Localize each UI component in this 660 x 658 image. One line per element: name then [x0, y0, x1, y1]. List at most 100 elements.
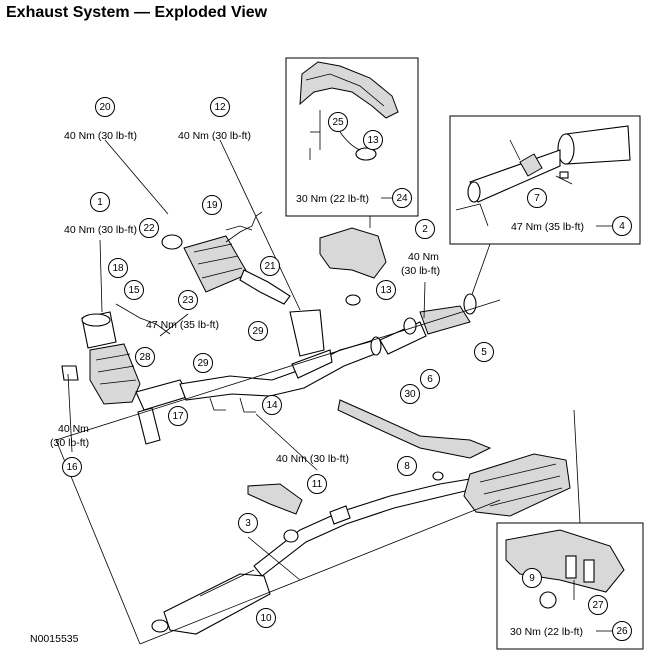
callout-circle	[178, 290, 198, 310]
callout-number: 24	[396, 193, 408, 204]
callout-number: 8	[404, 461, 410, 472]
torque-label-20: 40 Nm (30 lb-ft)	[64, 130, 137, 142]
callout-number: 11	[312, 479, 323, 490]
torque-label-16-line1: 40 Nm	[58, 423, 89, 435]
upper-heat-shield	[299, 61, 399, 161]
rear-catalytic-converter	[161, 225, 291, 305]
callout-circle	[307, 474, 327, 494]
callout-group: 1234567891011121313141516171819202122232…	[62, 97, 632, 641]
callout-16: 16	[62, 457, 82, 477]
callout-circle	[262, 395, 282, 415]
callout-circle	[328, 112, 348, 132]
callout-26: 26	[612, 621, 632, 641]
crossmember	[337, 399, 492, 459]
torque-label-23: 47 Nm (35 lb-ft)	[146, 319, 219, 331]
callout-circle	[62, 457, 82, 477]
callout-circle	[168, 406, 188, 426]
callout-13a: 13	[363, 130, 383, 150]
callout-number: 26	[616, 626, 628, 637]
reference-line	[139, 499, 501, 645]
callout-circle	[522, 568, 542, 588]
mid-heat-shield	[319, 227, 387, 306]
callout-number: 20	[99, 102, 111, 113]
callout-circle	[400, 384, 420, 404]
callout-25: 25	[328, 112, 348, 132]
muffler-hanger-detail	[505, 529, 625, 609]
torque-label-1: 40 Nm (30 lb-ft)	[64, 224, 137, 236]
callout-number: 2	[422, 224, 428, 235]
callout-leaders	[67, 139, 426, 581]
callout-3: 3	[238, 513, 258, 533]
callout-number: 1	[97, 197, 103, 208]
callout-circle	[95, 97, 115, 117]
callout-number: 12	[214, 102, 226, 113]
callout-number: 10	[260, 613, 272, 624]
torque-label-16-line2: (30 lb-ft)	[50, 437, 89, 449]
callout-circle	[612, 621, 632, 641]
callout-number: 16	[66, 462, 78, 473]
callout-circle	[124, 280, 144, 300]
callout-circle	[415, 219, 435, 239]
callout-number: 21	[264, 261, 276, 272]
callout-11: 11	[307, 474, 327, 494]
torque-label-26: 30 Nm (22 lb-ft)	[510, 626, 583, 638]
callout-circle	[363, 130, 383, 150]
callout-23: 23	[178, 290, 198, 310]
callout-number: 14	[266, 400, 278, 411]
resonator	[151, 569, 271, 635]
callout-circle	[248, 321, 268, 341]
reference-line	[55, 299, 501, 441]
torque-label-12: 40 Nm (30 lb-ft)	[178, 130, 251, 142]
callout-number: 19	[206, 200, 218, 211]
leader-line	[469, 243, 491, 301]
torque-label-4: 47 Nm (35 lb-ft)	[511, 221, 584, 233]
detail-box-bottom	[496, 522, 644, 650]
callout-circle	[260, 256, 280, 276]
callout-number: 5	[481, 347, 487, 358]
callout-29a: 29	[193, 353, 213, 373]
callout-29b: 29	[248, 321, 268, 341]
callout-number: 17	[172, 411, 184, 422]
callout-number: 30	[404, 389, 416, 400]
callout-9: 9	[522, 568, 542, 588]
right-catalytic-converter	[379, 293, 477, 355]
callout-number: 22	[143, 223, 155, 234]
callout-circle	[238, 513, 258, 533]
callout-number: 25	[332, 117, 344, 128]
callout-circle	[135, 347, 155, 367]
callout-4: 4	[612, 216, 632, 236]
callout-circle	[193, 353, 213, 373]
oxygen-sensor-wire-rear	[225, 211, 263, 243]
callout-8: 8	[397, 456, 417, 476]
callout-5: 5	[474, 342, 494, 362]
callout-number: 23	[182, 295, 194, 306]
callout-number: 13	[380, 285, 392, 296]
callout-2: 2	[415, 219, 435, 239]
detail-box-top	[285, 57, 419, 217]
callout-19: 19	[202, 195, 222, 215]
torque-label-2-line1: 40 Nm	[408, 251, 439, 263]
callout-7: 7	[527, 188, 547, 208]
callout-24: 24	[392, 188, 412, 208]
callout-circle	[210, 97, 230, 117]
callout-number: 6	[427, 374, 433, 385]
callout-circle	[90, 192, 110, 212]
front-stud-bracket	[61, 365, 79, 381]
callout-circle	[392, 188, 412, 208]
callout-circle	[256, 608, 276, 628]
callout-28: 28	[135, 347, 155, 367]
callout-20: 20	[95, 97, 115, 117]
callout-number: 7	[534, 193, 540, 204]
callout-6: 6	[420, 369, 440, 389]
callout-18: 18	[108, 258, 128, 278]
oxygen-sensor-wire-front	[115, 303, 171, 335]
callout-15: 15	[124, 280, 144, 300]
callout-number: 3	[245, 518, 251, 529]
callout-22: 22	[139, 218, 159, 238]
figure-id: N0015535	[30, 633, 79, 645]
callout-number: 13	[367, 135, 379, 146]
callout-12: 12	[210, 97, 230, 117]
callout-14: 14	[262, 395, 282, 415]
callout-1: 1	[90, 192, 110, 212]
